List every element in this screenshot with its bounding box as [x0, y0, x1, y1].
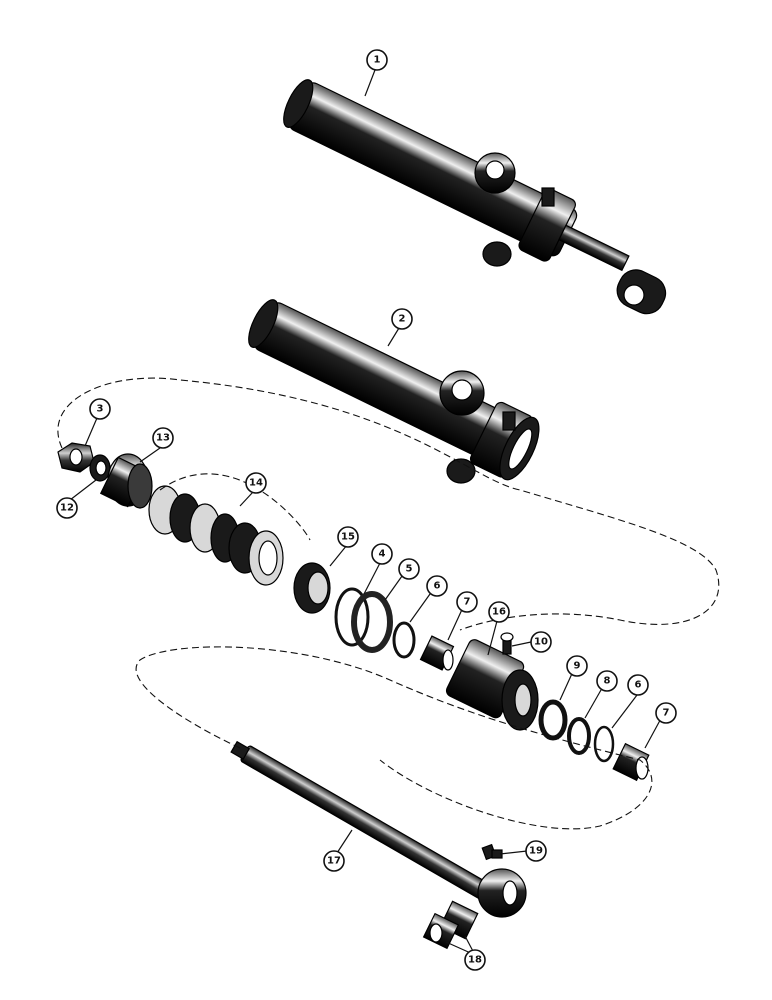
- nut: [57, 442, 95, 473]
- piston-rod: [230, 740, 527, 918]
- o-ring-6a: [392, 621, 416, 659]
- callout-label: 15: [341, 532, 355, 543]
- callout-5: 5: [398, 558, 420, 580]
- callout-label: 2: [399, 314, 406, 325]
- callout-1: 1: [366, 49, 388, 71]
- callout-label: 14: [249, 478, 263, 489]
- callout-3: 3: [89, 398, 111, 420]
- piston: [99, 453, 153, 509]
- callout-6a: 6: [426, 575, 448, 597]
- cylinder-tube: [248, 299, 540, 484]
- callout-label: 19: [529, 846, 543, 857]
- ring-8: [567, 717, 591, 755]
- callout-13: 13: [152, 427, 174, 449]
- callout-label: 9: [574, 661, 581, 672]
- callout-9: 9: [566, 655, 588, 677]
- o-ring-4: [334, 587, 370, 647]
- callout-label: 10: [534, 637, 548, 648]
- assembled-cylinder: [283, 79, 667, 315]
- wiper-ring-9: [538, 699, 568, 741]
- callout-label: 17: [327, 856, 341, 867]
- callout-4: 4: [371, 543, 393, 565]
- callout-2: 2: [391, 308, 413, 330]
- piston-rings: [148, 485, 284, 586]
- set-screw: [500, 632, 514, 655]
- bushing-7b: [612, 742, 650, 782]
- callout-17: 17: [323, 850, 345, 872]
- small-seal: [89, 454, 111, 482]
- o-ring-5: [351, 591, 393, 653]
- callout-label: 16: [492, 607, 506, 618]
- callout-label: 12: [60, 503, 74, 514]
- callout-label: 8: [604, 676, 611, 687]
- rod-seal: [293, 562, 331, 614]
- grease-fitting: [481, 843, 503, 861]
- callout-label: 4: [379, 549, 386, 560]
- callout-label: 18: [468, 955, 482, 966]
- callout-label: 7: [663, 708, 670, 719]
- callout-14: 14: [245, 472, 267, 494]
- callout-19: 19: [525, 840, 547, 862]
- callout-label: 1: [374, 55, 381, 66]
- callout-label: 5: [406, 564, 413, 575]
- callout-16: 16: [488, 601, 510, 623]
- cylinder-head: [445, 639, 539, 731]
- callout-7a: 7: [456, 591, 478, 613]
- eye-bushings: [422, 900, 479, 950]
- callout-6b: 6: [627, 674, 649, 696]
- callout-label: 13: [156, 433, 170, 444]
- o-ring-6b: [593, 725, 615, 763]
- callout-18: 18: [464, 949, 486, 971]
- callout-label: 7: [464, 597, 471, 608]
- callout-label: 6: [635, 680, 642, 691]
- callout-10: 10: [530, 631, 552, 653]
- callout-15: 15: [337, 526, 359, 548]
- callout-12: 12: [56, 497, 78, 519]
- callout-7b: 7: [655, 702, 677, 724]
- callout-label: 3: [97, 404, 104, 415]
- callout-label: 6: [434, 581, 441, 592]
- callout-8: 8: [596, 670, 618, 692]
- bushing-7a: [419, 635, 455, 671]
